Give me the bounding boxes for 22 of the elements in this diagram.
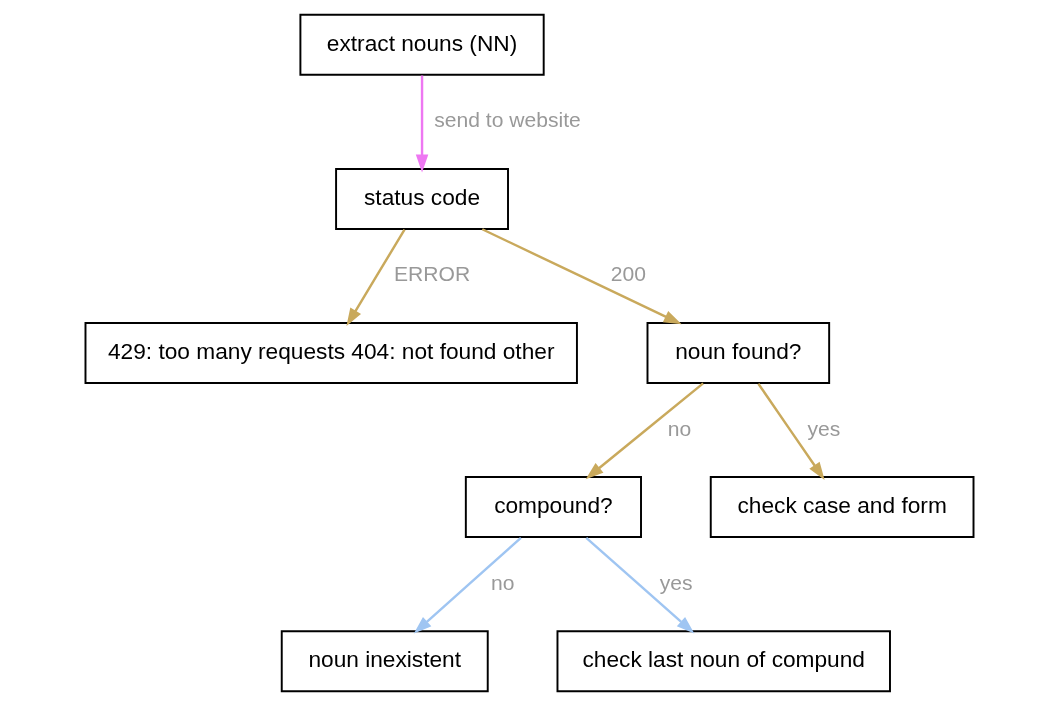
- node-box: check last noun of compund: [556, 630, 891, 693]
- node-box: noun found?: [646, 322, 831, 384]
- node-box: 429: too many requests 404: not found other: [84, 322, 578, 384]
- edge-label: no: [667, 416, 692, 440]
- edge-label: 200: [610, 262, 646, 286]
- edge-label: no: [490, 570, 515, 594]
- arrow: [585, 536, 695, 634]
- arrow: [346, 229, 406, 327]
- edge-label: ERROR: [394, 262, 471, 286]
- node-box: noun inexistent: [280, 630, 489, 693]
- edge-label: yes: [807, 416, 841, 440]
- arrow: [585, 382, 704, 480]
- arrow: [415, 75, 429, 173]
- node-box: compound?: [464, 476, 642, 539]
- node-box: extract nouns (NN): [299, 13, 545, 76]
- node-box: status code: [335, 167, 509, 230]
- arrow: [413, 536, 522, 634]
- arrow: [481, 228, 682, 325]
- edge-label: yes: [659, 570, 693, 594]
- edge-label: send to website: [434, 108, 581, 132]
- node-box: check case and form: [709, 476, 975, 539]
- arrow: [757, 383, 825, 480]
